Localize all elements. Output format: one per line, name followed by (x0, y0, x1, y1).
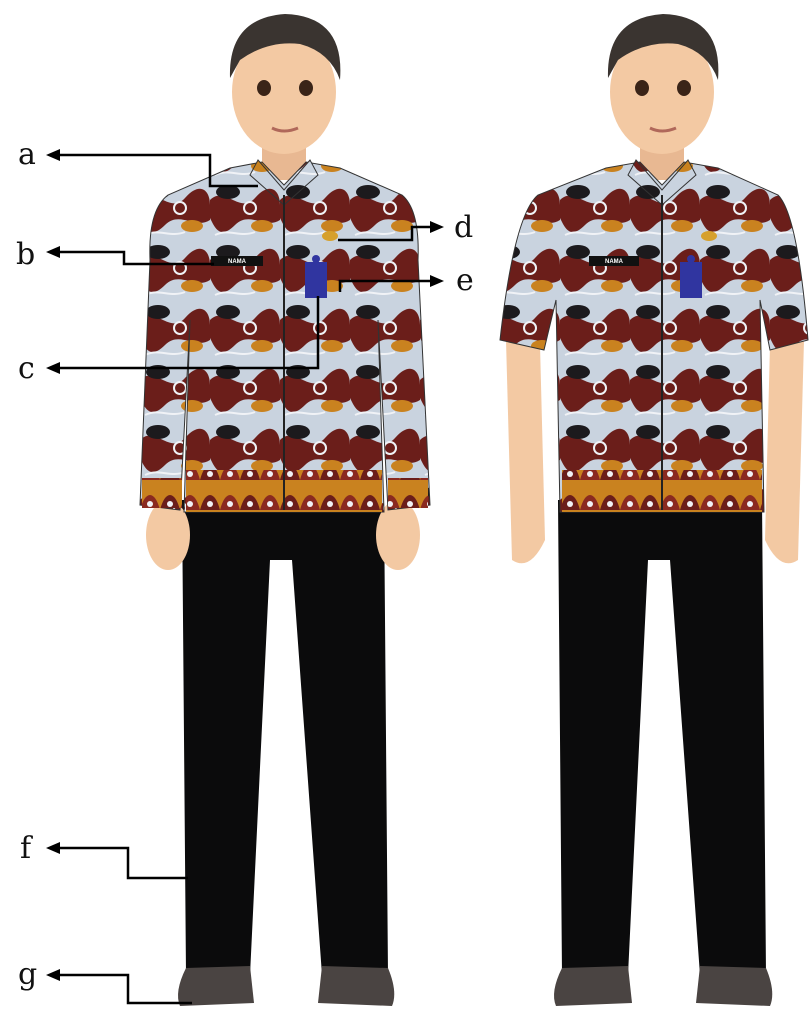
id-badge (680, 262, 702, 298)
arrowhead-c (46, 362, 60, 374)
cuff-right (388, 478, 428, 508)
shoe-right (696, 966, 772, 1006)
callout-label-a: a (18, 137, 36, 172)
figure-long-sleeve: NAMA (140, 14, 430, 1006)
nametag-text: NAMA (228, 259, 247, 265)
shirt-short-sleeve (500, 162, 808, 512)
callout-g-line (58, 975, 192, 1003)
arm-left (506, 340, 545, 563)
shoe-left (178, 966, 254, 1006)
trousers (558, 500, 766, 975)
callout-label-f: f (20, 831, 33, 866)
callout-label-c: c (18, 351, 35, 386)
callout-f-line (58, 848, 188, 878)
arrowhead-e (430, 275, 444, 287)
arm-right (765, 340, 804, 563)
shoe-left (554, 966, 632, 1006)
callout-label-b: b (16, 237, 35, 272)
arrowhead-f (46, 842, 60, 854)
trousers (182, 500, 388, 975)
arrowhead-d (430, 221, 444, 233)
shoe-right (318, 966, 394, 1006)
callout-label-g: g (18, 957, 37, 992)
callout-label-e: e (456, 263, 474, 298)
emblem-pin (701, 231, 717, 241)
arrowhead-g (46, 969, 60, 981)
arrowhead-a (46, 149, 60, 161)
figure-short-sleeve: NAMA (500, 14, 808, 1006)
hand-left (146, 500, 190, 570)
arrowhead-b (46, 246, 60, 258)
emblem-pin (322, 231, 338, 241)
cuff-left (142, 478, 182, 508)
nametag-text: NAMA (605, 259, 624, 265)
id-badge (305, 262, 327, 298)
callout-label-d: d (454, 210, 473, 245)
